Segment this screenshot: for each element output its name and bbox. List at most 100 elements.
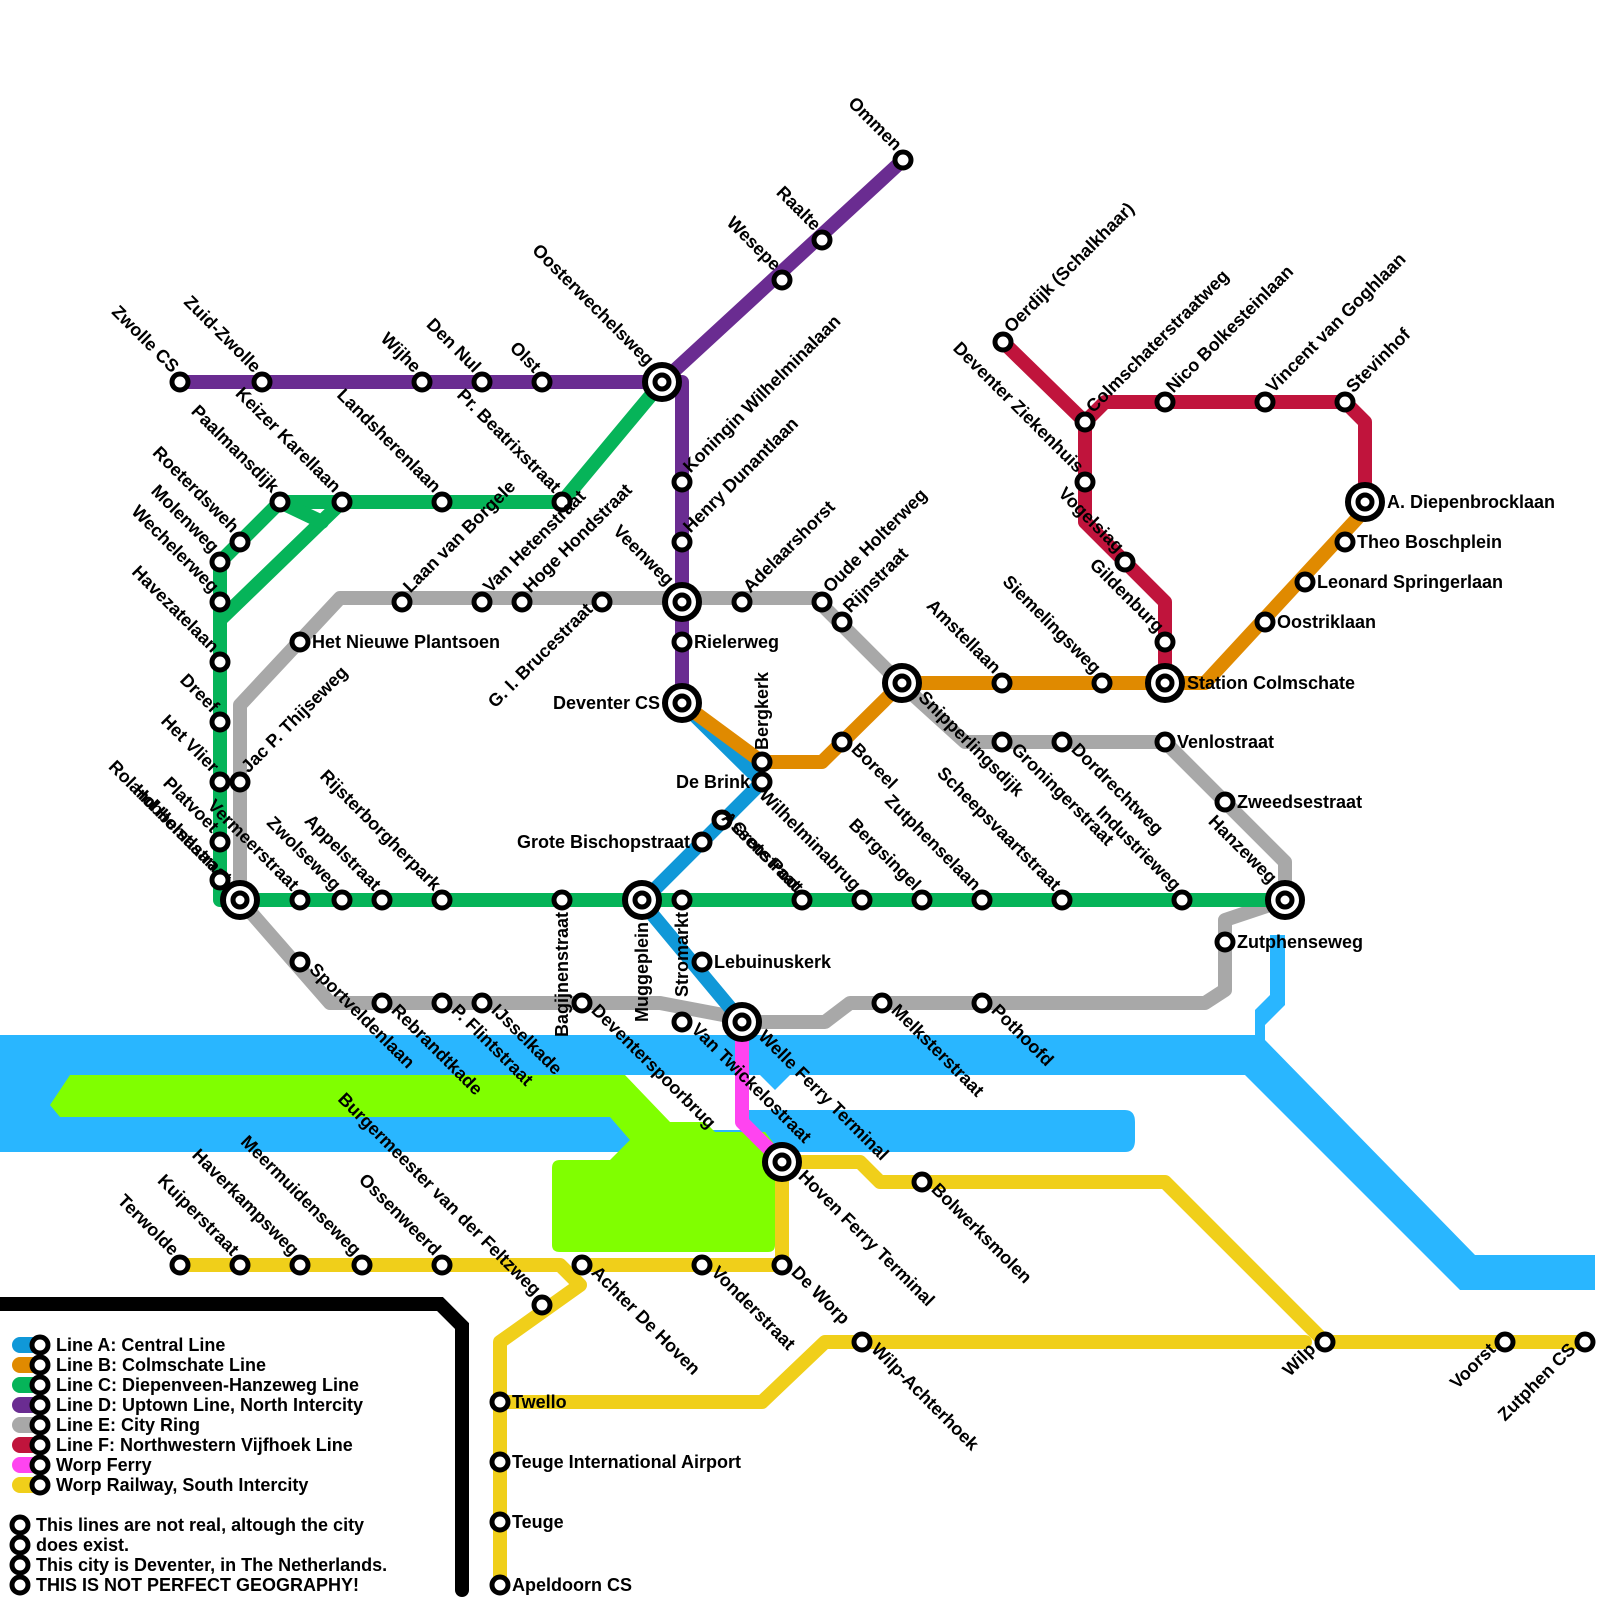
station-label: Oostriklaan — [1277, 612, 1376, 632]
station-henry-dunantlaan[interactable]: Henry Dunantlaan — [671, 413, 802, 553]
station-station-colmschate[interactable]: Station Colmschate — [1145, 663, 1355, 703]
legend-note-marker — [9, 1514, 31, 1536]
station-marker — [251, 371, 273, 393]
legend-note-marker — [9, 1554, 31, 1576]
station-a-diepenbrocklaan[interactable]: A. Diepenbrocklaan — [1345, 482, 1555, 522]
station-grote-bischopstraat[interactable]: Grote Bischopstraat — [517, 831, 713, 853]
station-marker — [471, 992, 493, 1014]
station-muggeplein[interactable]: Muggeplein — [622, 880, 662, 1022]
station-achter-de-hoven[interactable]: Achter De Hoven — [571, 1254, 704, 1379]
station-label: Ommen — [844, 93, 906, 155]
station-label: Bergkerk — [752, 671, 772, 750]
station-wesepe[interactable]: Wesepe — [723, 212, 793, 291]
station-label: Bolwerksmolen — [928, 1179, 1036, 1287]
interchange-inner-marker — [230, 890, 250, 910]
station-label: Venlostraat — [1177, 732, 1274, 752]
station-marker — [591, 591, 613, 613]
station-keizer-karellaan[interactable]: Keizer Karellaan — [232, 383, 353, 513]
station-twello[interactable]: Twello — [489, 1391, 567, 1413]
station-label: Den Nul — [423, 314, 485, 376]
station-zweedsestraat[interactable]: Zweedsestraat — [1214, 791, 1362, 813]
station-marker — [851, 1331, 873, 1353]
station-bagijnenstraat[interactable]: Bagijnenstraat — [551, 889, 573, 1037]
station-raalte[interactable]: Raalte — [773, 182, 833, 251]
station-rielerweg[interactable]: Rielerweg — [671, 631, 779, 653]
legend-item-line-a: Line A: Central Line — [12, 1334, 225, 1356]
station-deventer-cs[interactable]: Deventer CS — [553, 683, 702, 723]
station-label: Lebuinuskerk — [714, 952, 832, 972]
legend-note: does exist. — [9, 1534, 129, 1556]
station-label: Henry Dunantlaan — [679, 413, 802, 536]
station-bolwerksmolen[interactable]: Bolwerksmolen — [911, 1171, 1036, 1287]
station-zutphenseweg[interactable]: Zutphenseweg — [1214, 931, 1363, 953]
station-marker — [571, 992, 593, 1014]
station-oerdijk-schalkhaar[interactable]: Oerdijk (Schalkhaar) — [992, 198, 1138, 353]
station-marker — [751, 751, 773, 773]
station-marker — [1254, 391, 1276, 413]
station-label: Muggeplein — [632, 922, 652, 1022]
station-zwolle-cs[interactable]: Zwolle CS — [108, 301, 191, 393]
station-wilp-achterhoek[interactable]: Wilp-Achterhoek — [851, 1331, 983, 1455]
station-marker — [1334, 391, 1356, 413]
station-marker — [209, 651, 231, 673]
station-marker — [892, 149, 914, 171]
legend-marker — [29, 1434, 51, 1456]
station-label: Het Nieuwe Plantsoen — [312, 632, 500, 652]
station-wilhelminabrug[interactable]: Wilhelminabrug — [755, 785, 873, 911]
station-marker — [229, 1254, 251, 1276]
station-oostriklaan[interactable]: Oostriklaan — [1254, 611, 1376, 633]
station-marker — [511, 591, 533, 613]
station-venlostraat[interactable]: Venlostraat — [1154, 731, 1274, 753]
station-marker — [371, 889, 393, 911]
station-het-nieuwe-plantsoen[interactable]: Het Nieuwe Plantsoen — [289, 631, 500, 653]
station-label: A. Diepenbrocklaan — [1387, 492, 1555, 512]
legend-item-line-f: Line F: Northwestern Vijfhoek Line — [12, 1434, 353, 1456]
station-theo-boschplein[interactable]: Theo Boschplein — [1334, 531, 1502, 553]
station-label: Grote Bischopstraat — [517, 832, 690, 852]
station-stromarkt[interactable]: Stromarkt — [671, 889, 693, 997]
station-marker — [1254, 611, 1276, 633]
station-teuge-international-airport[interactable]: Teuge International Airport — [489, 1451, 741, 1473]
station-leonard-springerlaan[interactable]: Leonard Springerlaan — [1294, 571, 1503, 593]
legend-label: Line E: City Ring — [56, 1415, 200, 1435]
station-lebuinuskerk[interactable]: Lebuinuskerk — [691, 951, 832, 973]
station-hoven-ferry-terminal[interactable]: Hoven Ferry Terminal — [762, 1142, 939, 1310]
station-siemelingsweg[interactable]: Siemelingsweg — [999, 571, 1113, 694]
legend-notes: This lines are not real, altough the cit… — [9, 1514, 387, 1596]
station-marker — [289, 631, 311, 653]
interchange-inner-marker — [672, 592, 692, 612]
station-label: Station Colmschate — [1187, 673, 1355, 693]
station-marker — [351, 1254, 373, 1276]
station-marker — [1214, 791, 1236, 813]
station-marker — [1074, 411, 1096, 433]
station-de-brink[interactable]: De Brink — [676, 771, 773, 793]
station-marker — [1154, 391, 1176, 413]
station-label: Veenweg — [609, 521, 678, 590]
legend-item-line-e: Line E: City Ring — [12, 1414, 200, 1436]
station-vogelsiag[interactable]: Vogelsiag — [1055, 483, 1136, 573]
station-marker — [791, 889, 813, 911]
station-marker — [489, 1391, 511, 1413]
station-marker — [971, 992, 993, 1014]
station-marker — [169, 1254, 191, 1276]
station-label: Haverkampsweg — [188, 1145, 303, 1260]
station-teuge[interactable]: Teuge — [489, 1511, 564, 1533]
station-marker — [431, 992, 453, 1014]
station-de-worp[interactable]: De Worp — [771, 1254, 854, 1328]
station-marker — [431, 1254, 453, 1276]
station-marker — [711, 809, 733, 831]
station-boreel[interactable]: Boreel — [831, 731, 901, 793]
station-marker — [331, 491, 353, 513]
station-stevinhof[interactable]: Stevinhof — [1334, 324, 1415, 413]
station-marker — [471, 591, 493, 613]
station-landsherenlaan[interactable]: Landsherenlaan — [333, 385, 453, 513]
station-marker — [671, 471, 693, 493]
station-marker — [289, 951, 311, 973]
station-label: Siemelingsweg — [999, 571, 1105, 677]
station-bergkerk[interactable]: Bergkerk — [751, 671, 773, 773]
legend-note: This lines are not real, altough the cit… — [9, 1514, 364, 1536]
station-apeldoorn-cs[interactable]: Apeldoorn CS — [489, 1574, 632, 1596]
legend-note-marker — [9, 1534, 31, 1556]
station-ommen[interactable]: Ommen — [844, 93, 914, 171]
